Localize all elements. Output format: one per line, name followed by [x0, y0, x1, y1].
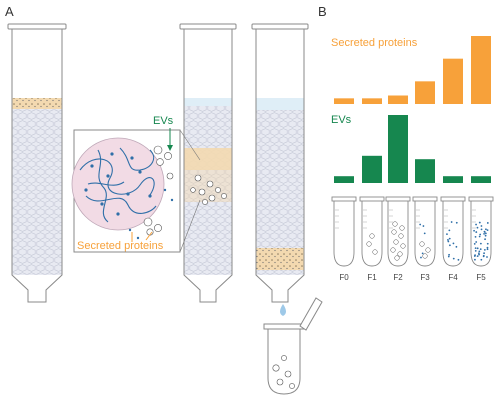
tube-lid — [299, 297, 323, 331]
bar-f4 — [443, 58, 463, 104]
column-3 — [251, 23, 309, 316]
polymer-network — [79, 147, 157, 223]
bar-f0 — [334, 98, 354, 104]
sample-band — [12, 98, 62, 109]
column-2 — [179, 23, 237, 303]
tube-f4 — [440, 196, 466, 267]
bar-f0 — [334, 176, 354, 183]
fraction-label: F3 — [420, 273, 430, 282]
inset-zoom — [71, 129, 181, 253]
fraction-tubes: F0 F1 F2 F3 F4 F5 — [331, 196, 494, 282]
fraction-label: F5 — [476, 273, 486, 282]
tube-f5 — [468, 196, 494, 267]
tube-f1 — [359, 196, 385, 267]
evs-chart-label: EVs — [331, 114, 352, 126]
bar-f3 — [415, 81, 435, 104]
collection-tube — [263, 297, 323, 395]
bar-f1 — [362, 155, 382, 183]
fraction-label: F0 — [339, 273, 349, 282]
sample-band — [256, 248, 304, 270]
secreted-chart-label: Secreted proteins — [331, 37, 418, 49]
evs-bars — [334, 115, 491, 183]
fraction-label: F2 — [393, 273, 403, 282]
tube-f2 — [385, 196, 411, 267]
bar-f4 — [443, 176, 463, 183]
fraction-label: F4 — [448, 273, 458, 282]
fraction-label: F1 — [367, 273, 377, 282]
bar-f2 — [388, 95, 408, 104]
bar-f5 — [471, 36, 491, 104]
bar-f3 — [415, 159, 435, 183]
bead-circle — [71, 137, 165, 231]
evs-inset-label: EVs — [153, 115, 174, 127]
secreted-bars — [334, 36, 491, 104]
panel-b-letter: B — [318, 4, 327, 19]
column-1 — [7, 23, 67, 303]
tube-f3 — [412, 196, 438, 267]
secreted-inset-label: Secreted proteins — [77, 240, 164, 252]
panel-a-letter: A — [5, 4, 14, 19]
bar-f2 — [388, 115, 408, 183]
bar-f1 — [362, 98, 382, 104]
bar-f5 — [471, 176, 491, 183]
sample-band — [184, 148, 232, 170]
tube-f0 — [331, 196, 357, 267]
drop-icon — [280, 304, 286, 316]
